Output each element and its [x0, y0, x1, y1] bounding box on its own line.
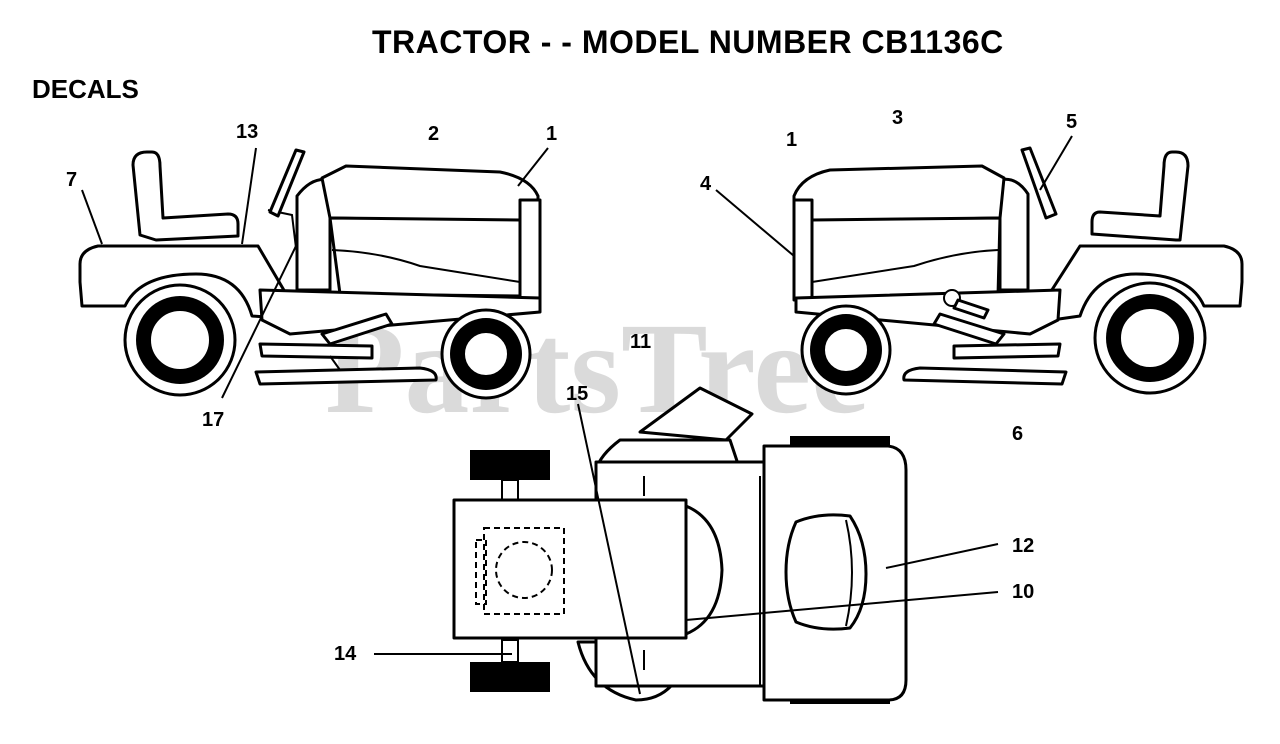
tractor-right-side-view — [792, 146, 1244, 396]
callout-14: 14 — [334, 643, 357, 665]
seat-deck — [452, 498, 688, 640]
callout-11: 11 — [630, 331, 651, 353]
tractor-top-view — [452, 386, 908, 704]
seat — [1090, 150, 1190, 242]
dash — [998, 177, 1030, 292]
rear-fender — [78, 244, 287, 320]
callout-17: 17 — [202, 409, 224, 431]
lift-lever — [932, 312, 1006, 346]
grille — [518, 198, 542, 302]
callout-2: 2 — [428, 123, 439, 145]
steering-wheel — [268, 148, 306, 218]
callout-7: 7 — [66, 169, 77, 191]
mower-deck — [902, 366, 1068, 386]
callout-1-right: 1 — [786, 129, 797, 151]
rear-fender — [1046, 244, 1244, 322]
callout-1-left: 1 — [546, 123, 557, 145]
steering-wheel-top — [638, 386, 754, 442]
callout-10: 10 — [1012, 581, 1034, 603]
lift-lever — [320, 312, 394, 346]
hood — [320, 164, 540, 224]
hood-decal-oval — [784, 513, 868, 631]
rear-tire-bottom — [470, 662, 550, 692]
section-label: DECALS — [32, 74, 139, 104]
callout-labels: 7 13 2 1 17 4 1 3 5 11 15 6 12 10 14 — [66, 107, 1077, 665]
page-title: TRACTOR - - MODEL NUMBER CB1136C — [372, 24, 1004, 60]
dash — [295, 177, 332, 292]
callout-5: 5 — [1066, 111, 1077, 133]
callout-13: 13 — [236, 121, 258, 143]
tractor-left-side-view — [78, 148, 542, 400]
seat — [131, 150, 240, 242]
mower-deck — [254, 366, 438, 386]
engine-side — [328, 216, 522, 298]
leader-lines — [81, 135, 1073, 695]
callout-4: 4 — [700, 173, 712, 195]
callout-15: 15 — [566, 383, 588, 405]
engine-side — [810, 216, 1002, 300]
frame — [794, 288, 1062, 336]
grille — [792, 198, 814, 302]
callout-6: 6 — [1012, 423, 1023, 445]
rear-tire-top — [470, 450, 550, 480]
callout-12: 12 — [1012, 535, 1034, 557]
hood — [792, 164, 1006, 224]
steering-wheel — [1020, 146, 1058, 220]
callout-3: 3 — [892, 107, 903, 129]
